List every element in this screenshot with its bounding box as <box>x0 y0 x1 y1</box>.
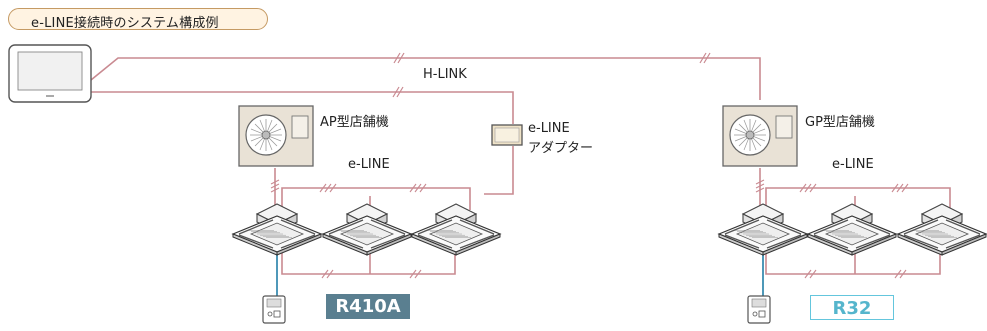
unit-to-indoor-wiring <box>274 168 761 210</box>
eline-right-wiring <box>765 187 951 275</box>
section-title: e-LINE接続時のシステム構成例 <box>8 8 268 31</box>
ap-outdoor-unit-icon <box>238 105 314 167</box>
adapter-label-line1: e-LINE <box>528 121 570 136</box>
remote-controller-right-icon <box>747 295 771 324</box>
eline-right-label: e-LINE <box>832 157 874 172</box>
indoor-cassette-icon <box>321 203 413 256</box>
gp-unit-label: GP型店舗機 <box>805 115 875 130</box>
refrigerant-badge-right: R32 <box>810 295 894 320</box>
gp-outdoor-unit-icon <box>722 105 798 167</box>
hlink-wiring <box>90 57 761 195</box>
refrigerant-badge-left: R410A <box>326 294 410 319</box>
indoor-cassette-icon <box>896 203 987 256</box>
eline-adapter-icon <box>491 124 523 146</box>
hlink-label: H-LINK <box>423 67 467 82</box>
hlink-break-marks <box>392 52 711 98</box>
adapter-label-line2: アダプター <box>528 141 594 156</box>
remote-wiring <box>276 250 764 296</box>
indoor-cassette-icon <box>806 203 898 256</box>
eline-left-label: e-LINE <box>348 157 390 172</box>
central-controller-icon <box>8 44 92 103</box>
ap-unit-label: AP型店舗機 <box>320 115 389 130</box>
remote-controller-left-icon <box>262 295 286 324</box>
section-title-text: e-LINE接続時のシステム構成例 <box>31 16 219 31</box>
indoor-cassette-icon <box>231 203 323 256</box>
indoor-units <box>231 203 987 256</box>
indoor-cassette-icon <box>717 203 809 256</box>
indoor-cassette-icon <box>410 203 502 256</box>
